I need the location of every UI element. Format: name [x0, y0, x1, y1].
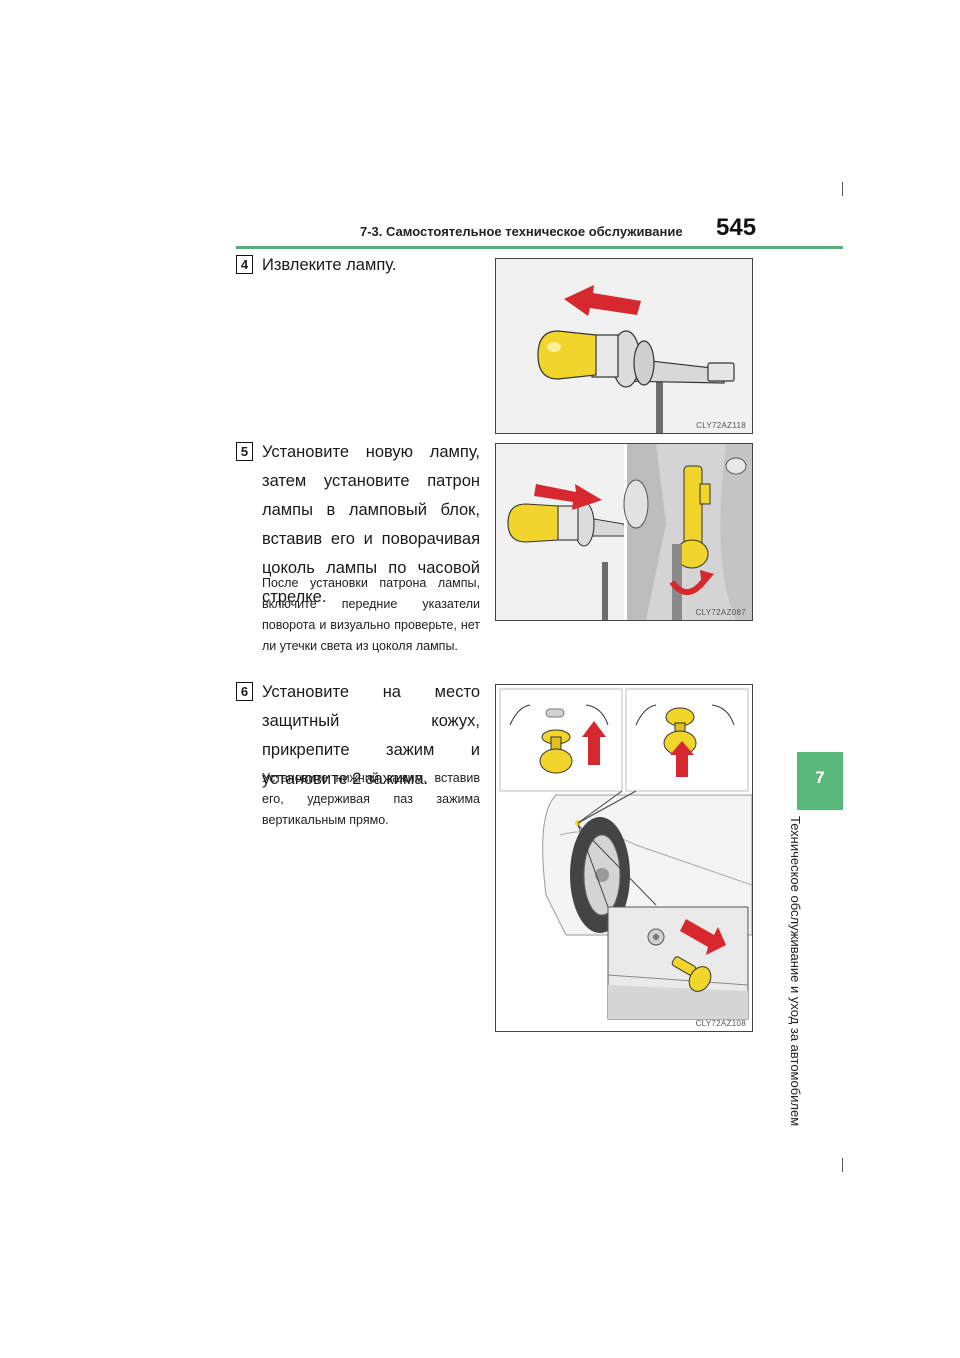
crop-mark-top — [842, 182, 843, 196]
step-instruction: Извлеките лампу. — [262, 256, 397, 274]
step-number-badge: 6 — [236, 682, 253, 701]
chapter-number: 7 — [815, 768, 825, 787]
step-number-badge: 4 — [236, 255, 253, 274]
section-title: 7-3. Самостоятельное техническое обслужи… — [360, 224, 683, 239]
crop-mark-bottom — [842, 1158, 843, 1172]
step-note: Установите нижний зажим, вставив его, уд… — [262, 771, 480, 827]
chapter-title: Техническое обслуживание и уход за автом… — [788, 816, 803, 1127]
figure-code: CLY72AZ087 — [695, 608, 746, 617]
figure-install-bulb: CLY72AZ087 — [495, 443, 753, 621]
figure-code: CLY72AZ108 — [695, 1019, 746, 1028]
page-header: 7-3. Самостоятельное техническое обслужи… — [236, 212, 843, 248]
step-instruction: Установите на место защитный кожух, прик… — [262, 683, 480, 788]
header-rule — [236, 246, 843, 249]
step-number-badge: 5 — [236, 442, 253, 461]
page-number: 545 — [716, 214, 757, 241]
figure-remove-bulb: CLY72AZ118 — [495, 258, 753, 434]
step-note: После установки патрона лампы, включите … — [262, 576, 480, 653]
figure-code: CLY72AZ118 — [696, 421, 746, 430]
step-instruction: Установите новую лампу, затем установите… — [262, 443, 480, 606]
figure-install-clips: CLY72AZ108 — [495, 684, 753, 1032]
chapter-tab: 7 — [797, 752, 843, 810]
